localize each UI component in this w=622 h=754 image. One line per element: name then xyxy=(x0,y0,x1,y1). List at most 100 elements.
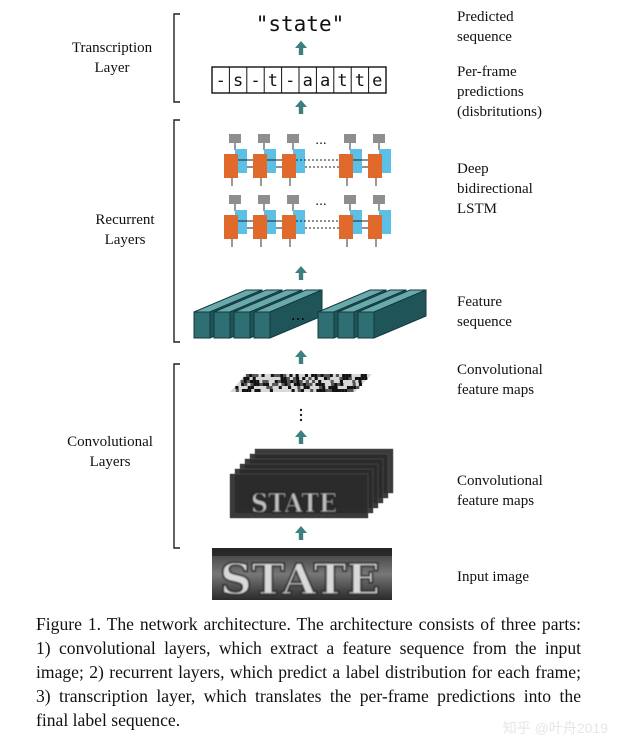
lstm-output-node xyxy=(373,134,385,143)
feature-map-cell xyxy=(241,383,245,386)
feature-map-cell xyxy=(297,389,301,392)
feature-map-cell xyxy=(278,386,282,389)
feature-map-cell xyxy=(280,374,284,377)
feature-vector-front xyxy=(357,311,375,339)
feature-map-cell xyxy=(296,377,300,380)
up-arrow-icon xyxy=(295,350,307,357)
feature-map-cell xyxy=(259,383,263,386)
lstm-output-node xyxy=(344,134,356,143)
feature-map-cell xyxy=(340,383,344,386)
feature-map-cell xyxy=(356,386,360,389)
lstm-forward-cell xyxy=(224,215,238,239)
lstm-output-node xyxy=(287,134,299,143)
frame-char: - xyxy=(250,71,260,91)
up-arrow-icon xyxy=(295,100,307,107)
feature-map-cell xyxy=(327,377,331,380)
frame-char: t xyxy=(337,71,347,91)
feature-map-cell xyxy=(311,374,315,377)
feature-map-layer xyxy=(229,473,369,519)
feature-map-cell xyxy=(358,380,362,383)
frame-char: - xyxy=(216,71,226,91)
conv-feature-map-small xyxy=(230,374,372,392)
feature-map-cell xyxy=(309,383,313,386)
feature-sequence xyxy=(193,289,427,339)
feature-map-cell xyxy=(354,377,359,380)
feature-map-cell xyxy=(299,380,303,383)
feature-map-cell xyxy=(322,389,326,392)
lstm-forward-cell xyxy=(339,215,353,239)
feature-map-cell xyxy=(255,374,259,377)
label-input-image: Input image xyxy=(457,569,530,585)
feature-map-cell xyxy=(273,374,277,377)
feature-map-cell xyxy=(335,374,339,377)
feature-map-cell xyxy=(303,383,307,386)
feature-map-cell xyxy=(247,386,251,389)
feature-map-cell xyxy=(246,377,250,380)
feature-map-cell xyxy=(262,383,266,386)
feature-map-cell xyxy=(245,389,249,392)
feature-map-cell xyxy=(318,380,322,383)
feature-vector-front xyxy=(253,311,271,339)
feature-map-cell xyxy=(235,389,239,392)
lstm-grid xyxy=(224,134,391,247)
feature-map-cell xyxy=(348,374,352,377)
feature-map-cell xyxy=(256,380,260,383)
feature-map-cell xyxy=(288,386,292,389)
feature-map-cell xyxy=(300,383,304,386)
feature-map-cell xyxy=(269,386,273,389)
feature-map-cell xyxy=(266,386,270,389)
lstm-ellipsis-mid: ... xyxy=(315,194,326,208)
lstm-forward-cell xyxy=(339,154,353,178)
feature-map-cell xyxy=(305,380,309,383)
feature-ellipsis: ... xyxy=(291,306,305,324)
feature-map-cell xyxy=(243,380,247,383)
feature-map-cell xyxy=(328,386,332,389)
frame-char: t xyxy=(268,71,278,91)
feature-map-cell xyxy=(249,380,254,383)
lstm-output-node xyxy=(287,195,299,204)
frame-char: t xyxy=(355,71,365,91)
feature-map-cell xyxy=(277,380,281,383)
feature-map-text: STATE xyxy=(251,489,337,519)
feature-map-cell xyxy=(291,389,295,392)
bracket-convolutional xyxy=(173,363,180,549)
bracket-transcription xyxy=(173,13,180,103)
feature-map-cell xyxy=(344,389,348,392)
feature-map-cell xyxy=(235,386,239,389)
output-word: "state" xyxy=(256,12,345,36)
feature-map-cell xyxy=(331,389,335,392)
lstm-ellipsis-top: ... xyxy=(315,133,326,147)
feature-map-cell xyxy=(347,389,351,392)
feature-map-cell xyxy=(287,383,291,386)
lstm-forward-cell xyxy=(253,154,267,178)
frame-char: - xyxy=(285,71,295,91)
feature-map-cell xyxy=(310,389,314,392)
feature-map-cell xyxy=(326,374,330,377)
input-image: STATE xyxy=(212,548,392,600)
bracket-recurrent xyxy=(173,119,180,343)
lstm-output-node xyxy=(344,195,356,204)
feature-map-cell xyxy=(358,377,362,380)
feature-map-cell xyxy=(330,380,334,383)
feature-map-cell xyxy=(337,383,341,386)
feature-map-cell xyxy=(358,383,362,386)
feature-map-cell xyxy=(287,380,291,383)
feature-map-cell xyxy=(304,374,308,377)
frame-char: a xyxy=(320,71,330,91)
feature-map-cell xyxy=(286,377,290,380)
feature-map-cell xyxy=(322,386,326,389)
up-arrow-stem xyxy=(298,437,304,444)
feature-map-cell xyxy=(360,374,364,377)
feature-map-cell xyxy=(253,380,257,383)
feature-map-cell xyxy=(252,377,256,380)
feature-map-cell xyxy=(272,383,276,386)
feature-map-cell xyxy=(293,383,297,386)
feature-map-cell xyxy=(363,374,367,377)
feature-map-cell xyxy=(257,389,261,392)
